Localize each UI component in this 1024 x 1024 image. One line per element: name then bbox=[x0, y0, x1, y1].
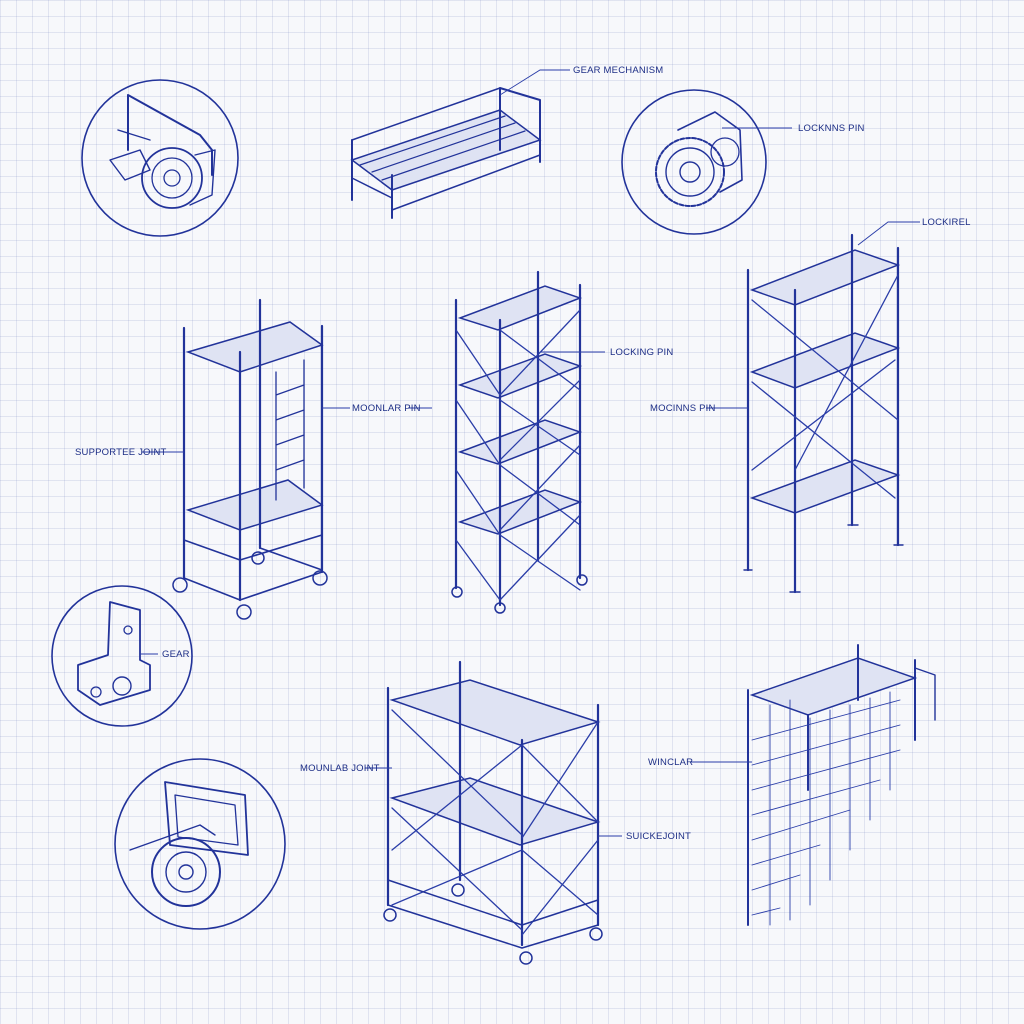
bench-frame bbox=[350, 87, 542, 219]
leader-lines bbox=[140, 69, 920, 837]
label-suckejoint: SUICKEJOINT bbox=[626, 831, 692, 842]
label-modular-pin: MOONLAR PIN bbox=[352, 403, 421, 414]
center-tower bbox=[451, 270, 588, 614]
right-tower bbox=[743, 233, 904, 594]
gear-lock-detail-icon bbox=[621, 89, 767, 235]
label-lockirel: LOCKIREL bbox=[922, 217, 971, 228]
label-gear-mechanism: GEAR MECHANISM bbox=[573, 65, 664, 76]
wall-scaffold bbox=[747, 644, 936, 926]
label-locking-pin-center: LOCKING PIN bbox=[610, 347, 674, 358]
rolling-tower bbox=[383, 660, 603, 965]
label-gear: GEAR bbox=[162, 649, 190, 660]
ladder-tower bbox=[172, 298, 328, 620]
label-locking-pin-top: LOCKNNS PIN bbox=[798, 123, 865, 134]
label-wincular: WINCLAR bbox=[648, 757, 694, 768]
wheel-bracket-detail-icon bbox=[114, 758, 286, 930]
label-modular-joint: MOUNLAB JOINT bbox=[300, 763, 380, 774]
label-mocking-pin: MOCINNS PIN bbox=[650, 403, 716, 414]
bracket-detail-icon bbox=[51, 585, 193, 727]
clamp-detail-icon bbox=[81, 79, 239, 237]
label-supported-joint: SUPPORTEE JOINT bbox=[75, 447, 167, 458]
